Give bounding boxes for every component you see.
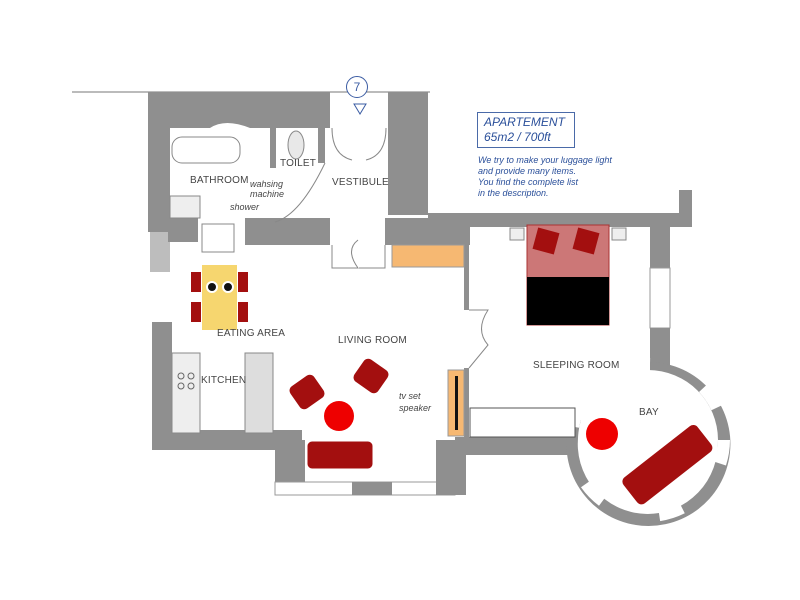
wardrobe xyxy=(469,407,576,438)
apartment-title: APARTEMENT xyxy=(484,115,565,129)
coffee-table xyxy=(324,401,354,431)
shower xyxy=(201,223,235,253)
room-label-toilet: TOILET xyxy=(280,158,317,169)
nightstand xyxy=(509,227,525,241)
room-label-bathroom: BATHROOM xyxy=(190,175,249,186)
description-line: in the description. xyxy=(478,188,549,198)
sink xyxy=(169,195,201,219)
bay-sofa xyxy=(621,423,714,506)
entrance-marker: 7 xyxy=(346,76,368,98)
speaker-label: speaker xyxy=(399,403,432,413)
description-line: and provide many items. xyxy=(478,166,577,176)
description-line: We try to make your luggage light xyxy=(478,155,612,165)
apartment-description: We try to make your luggage light and pr… xyxy=(478,155,612,199)
washing-machine-label: machine xyxy=(250,189,285,199)
room-label-sleeping-room: SLEEPING ROOM xyxy=(533,360,620,371)
bay-wall xyxy=(566,358,731,526)
entrance-arrow-icon xyxy=(353,103,367,115)
washing-machine-label: wahsing xyxy=(250,179,284,189)
toilet-bowl xyxy=(287,130,305,160)
room-label-living-room: LIVING ROOM xyxy=(338,335,407,346)
room-label-bay: BAY xyxy=(639,407,659,418)
apartment-size: 65m2 / 700ft xyxy=(484,130,551,144)
room-label-eating-area: EATING AREA xyxy=(217,328,286,339)
description-line: You find the complete list xyxy=(478,177,579,187)
dining-table xyxy=(202,265,237,330)
shower-label: shower xyxy=(230,202,260,212)
kitchen-cabinet xyxy=(244,352,274,434)
doors xyxy=(274,127,489,369)
room-label-vestibule: VESTIBULE xyxy=(332,177,389,188)
living-furniture xyxy=(288,357,390,470)
bay-table xyxy=(586,418,618,450)
cabinet xyxy=(391,244,465,268)
bathtub xyxy=(171,136,241,164)
chairs xyxy=(191,272,248,322)
tv-set-label: tv set xyxy=(399,391,421,401)
room-label-kitchen: KITCHEN xyxy=(201,375,247,386)
kitchen-counter xyxy=(171,352,201,434)
nightstand xyxy=(611,227,627,241)
apartment-title-box: APARTEMENT 65m2 / 700ft xyxy=(477,112,575,148)
stove xyxy=(177,372,195,390)
walls xyxy=(72,91,692,496)
